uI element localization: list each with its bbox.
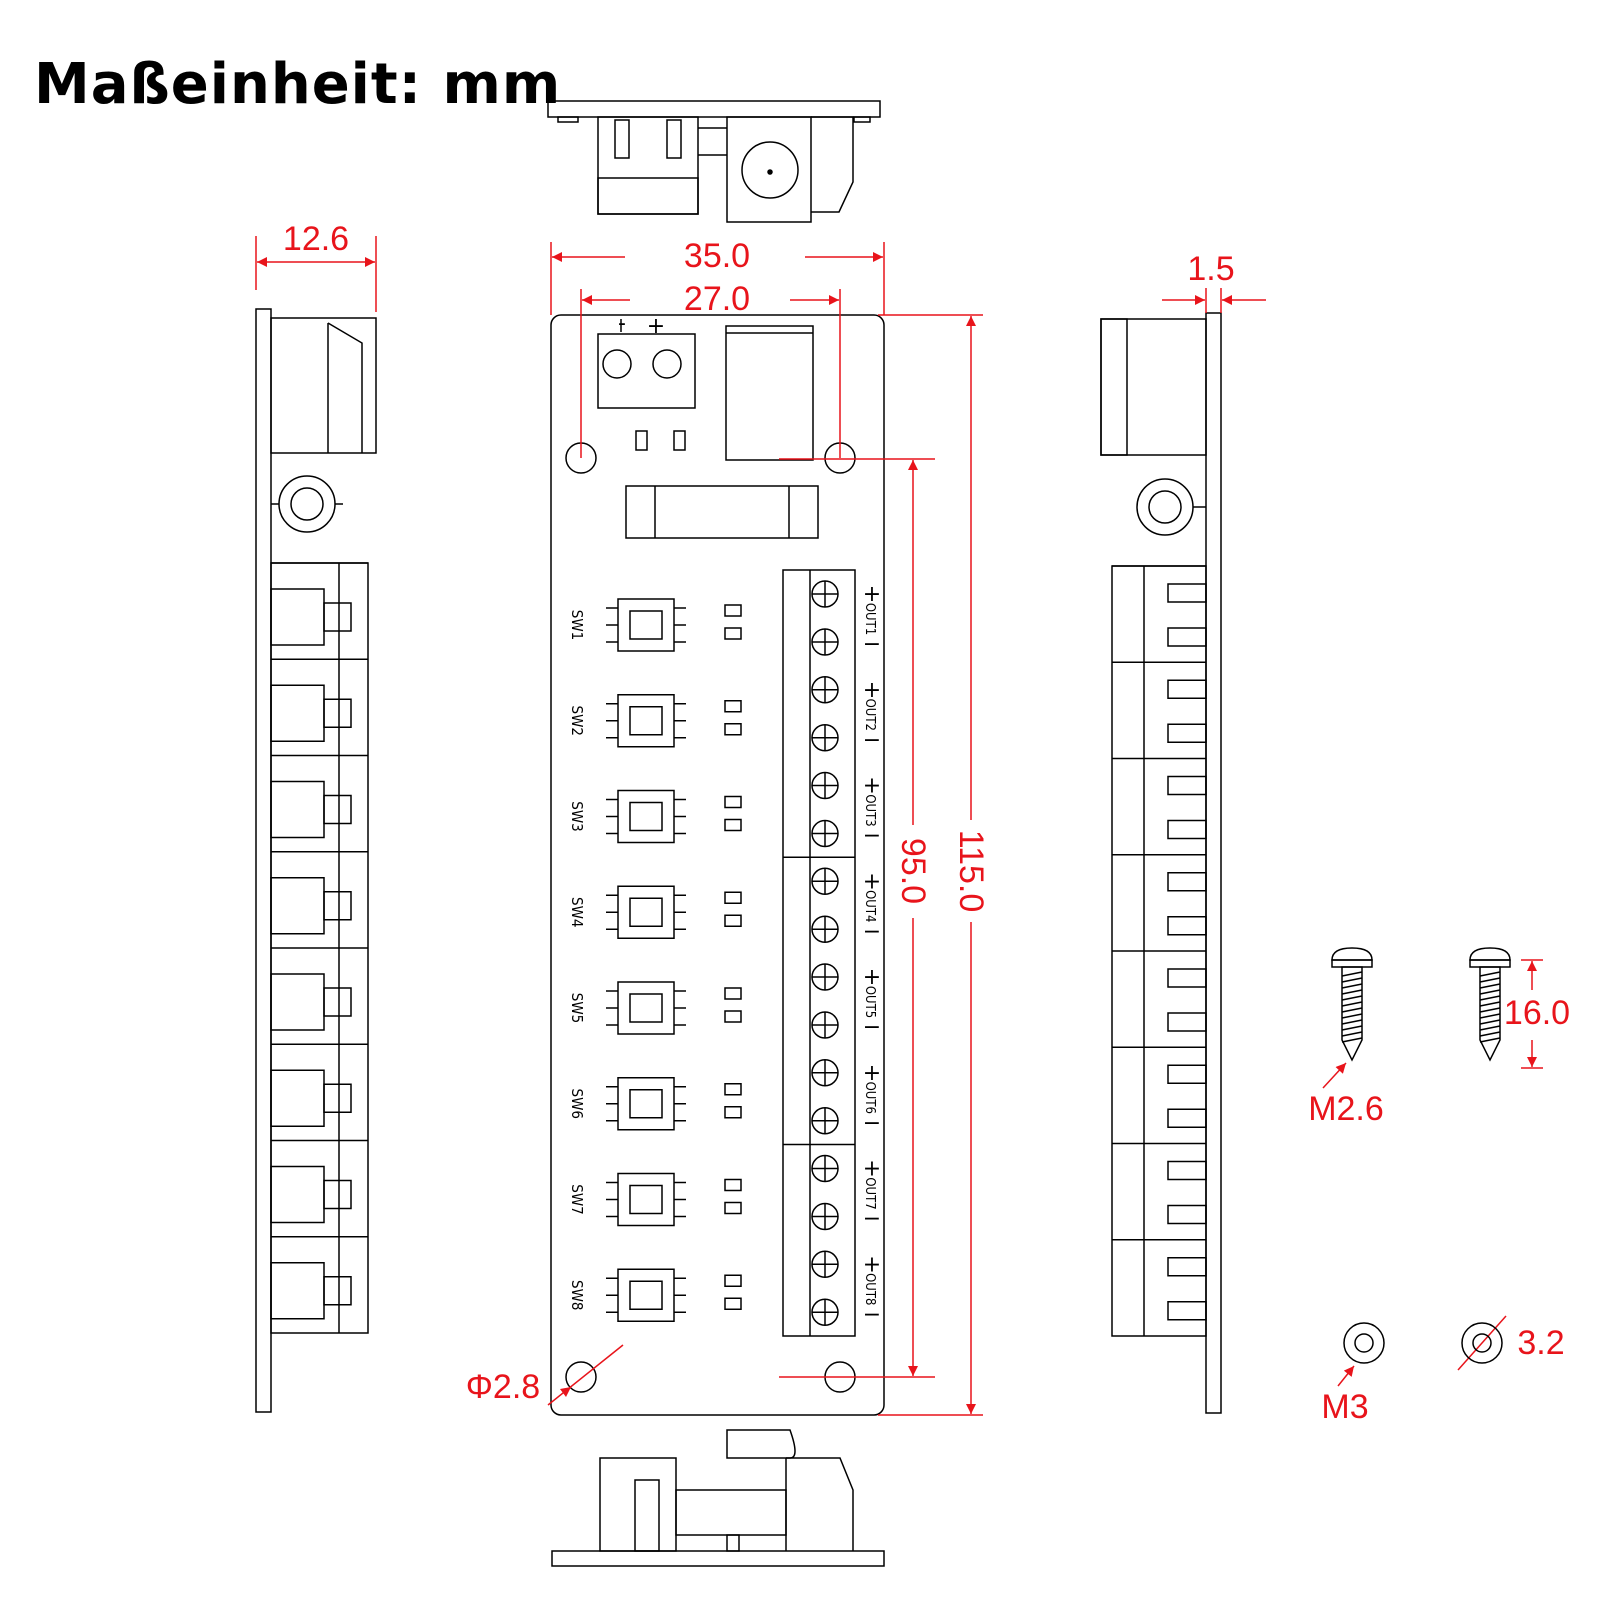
output-row: + −OUT4: [783, 856, 881, 944]
switch-row: SW6: [568, 1077, 742, 1131]
switch-label: SW4: [568, 897, 586, 928]
plus-sign: +: [863, 869, 881, 894]
pcb-outline: [550, 314, 885, 1416]
minus-sign: −: [863, 1111, 881, 1136]
left-terminal-blocks: [270, 562, 368, 1333]
output-label: OUT7: [862, 1177, 877, 1209]
dim-board-thickness: 1.5: [1187, 250, 1234, 288]
output-label: OUT6: [862, 1082, 877, 1114]
top-view: [547, 100, 881, 223]
minus-sign: −: [863, 728, 881, 753]
switch-row: SW2: [568, 694, 742, 748]
minus-sign: −: [863, 919, 881, 944]
switch-chip: [606, 1172, 686, 1227]
minus-sign: −: [863, 824, 881, 849]
plus-sign: +: [863, 582, 881, 607]
switch-label: SW3: [568, 801, 586, 832]
switch-label: SW6: [568, 1089, 586, 1120]
output-label: OUT8: [862, 1273, 877, 1305]
power-terminal: [597, 319, 696, 409]
plus-sign: +: [863, 678, 881, 703]
output-label: OUT1: [862, 603, 877, 635]
output-label: OUT2: [862, 699, 877, 731]
front-view: +: [550, 314, 885, 1416]
washer-icon: [1343, 1322, 1385, 1364]
switch-chip: [606, 981, 686, 1035]
switch-chip: [606, 789, 686, 844]
switch-label: SW7: [568, 1184, 586, 1215]
dim-hole-diameter: Φ2.8: [466, 1368, 540, 1406]
minus-sign: −: [863, 1015, 881, 1040]
switch-label: SW5: [568, 993, 586, 1024]
dc-jack: [725, 325, 814, 461]
output-row: + −OUT2: [811, 676, 881, 753]
output-row: + −OUT3: [811, 771, 881, 849]
screw-icon: [1331, 947, 1373, 1062]
right-side-view: [1100, 312, 1222, 1414]
dim-screw-length: 16.0: [1504, 994, 1570, 1032]
switch-chip: [606, 1268, 686, 1322]
plus-sign: +: [863, 774, 881, 799]
dimension-labels: 12.6 35.0 27.0 115.0 95.0 Φ2.8 1.5 16.0 …: [283, 220, 1570, 1426]
switch-row: SW7: [568, 1172, 742, 1227]
polarity-plus: +: [647, 314, 665, 339]
output-label: OUT4: [862, 890, 877, 922]
switch-row: SW1: [568, 598, 742, 652]
left-side-view: [255, 308, 377, 1413]
bottom-view: [551, 1429, 885, 1567]
dim-hole-spacing-y: 95.0: [894, 838, 932, 904]
washer-icon: [1461, 1322, 1503, 1364]
page-title: Maßeinheit: mm: [34, 52, 562, 117]
dim-side-depth: 12.6: [283, 220, 349, 258]
dimension-lines: [255, 236, 1543, 1416]
switch-chip: [606, 694, 686, 748]
switch-label: SW8: [568, 1280, 586, 1311]
switch-row: SW5: [568, 981, 742, 1035]
switch-row: SW3: [568, 789, 742, 844]
screw-icon: [1469, 947, 1511, 1062]
plus-sign: +: [863, 1252, 881, 1277]
output-rows: +−OUT1+−OUT2+−OUT3+−OUT4+−OUT5+−OUT6+−OU…: [783, 580, 881, 1327]
switch-label: SW1: [568, 610, 586, 641]
switch-label: SW2: [568, 706, 586, 737]
switch-row: SW8: [568, 1268, 742, 1322]
switch-row: SW4: [568, 885, 742, 939]
output-row: + −OUT1: [811, 580, 881, 657]
switch-chip: [606, 885, 686, 939]
switch-chip: [606, 598, 686, 652]
fuse: [625, 485, 819, 539]
output-row: + −OUT7: [783, 1143, 881, 1232]
output-label: OUT5: [862, 986, 877, 1018]
minus-sign: −: [863, 1207, 881, 1232]
plus-sign: +: [863, 1157, 881, 1182]
minus-sign: −: [863, 632, 881, 657]
output-row: + −OUT5: [811, 963, 881, 1040]
dim-overall-width: 35.0: [684, 237, 750, 275]
dim-washer-inner: 3.2: [1517, 1324, 1564, 1362]
dim-overall-height: 115.0: [952, 830, 990, 913]
polarity-minus: -: [618, 311, 626, 336]
mount-hole-bottom-left: [565, 1361, 597, 1393]
right-terminal-blocks: [1112, 565, 1207, 1336]
output-row: + −OUT8: [811, 1250, 881, 1327]
output-row: + −OUT6: [811, 1059, 881, 1136]
output-terminal-strip: [782, 569, 856, 1337]
plus-sign: +: [863, 965, 881, 990]
minus-sign: −: [863, 1302, 881, 1327]
dim-screw-size: M2.6: [1308, 1090, 1384, 1128]
output-label: OUT3: [862, 794, 877, 826]
plus-sign: +: [863, 1061, 881, 1086]
dim-hole-spacing-x: 27.0: [684, 280, 750, 318]
dim-washer-size: M3: [1321, 1388, 1368, 1426]
switch-chip: [606, 1077, 686, 1131]
